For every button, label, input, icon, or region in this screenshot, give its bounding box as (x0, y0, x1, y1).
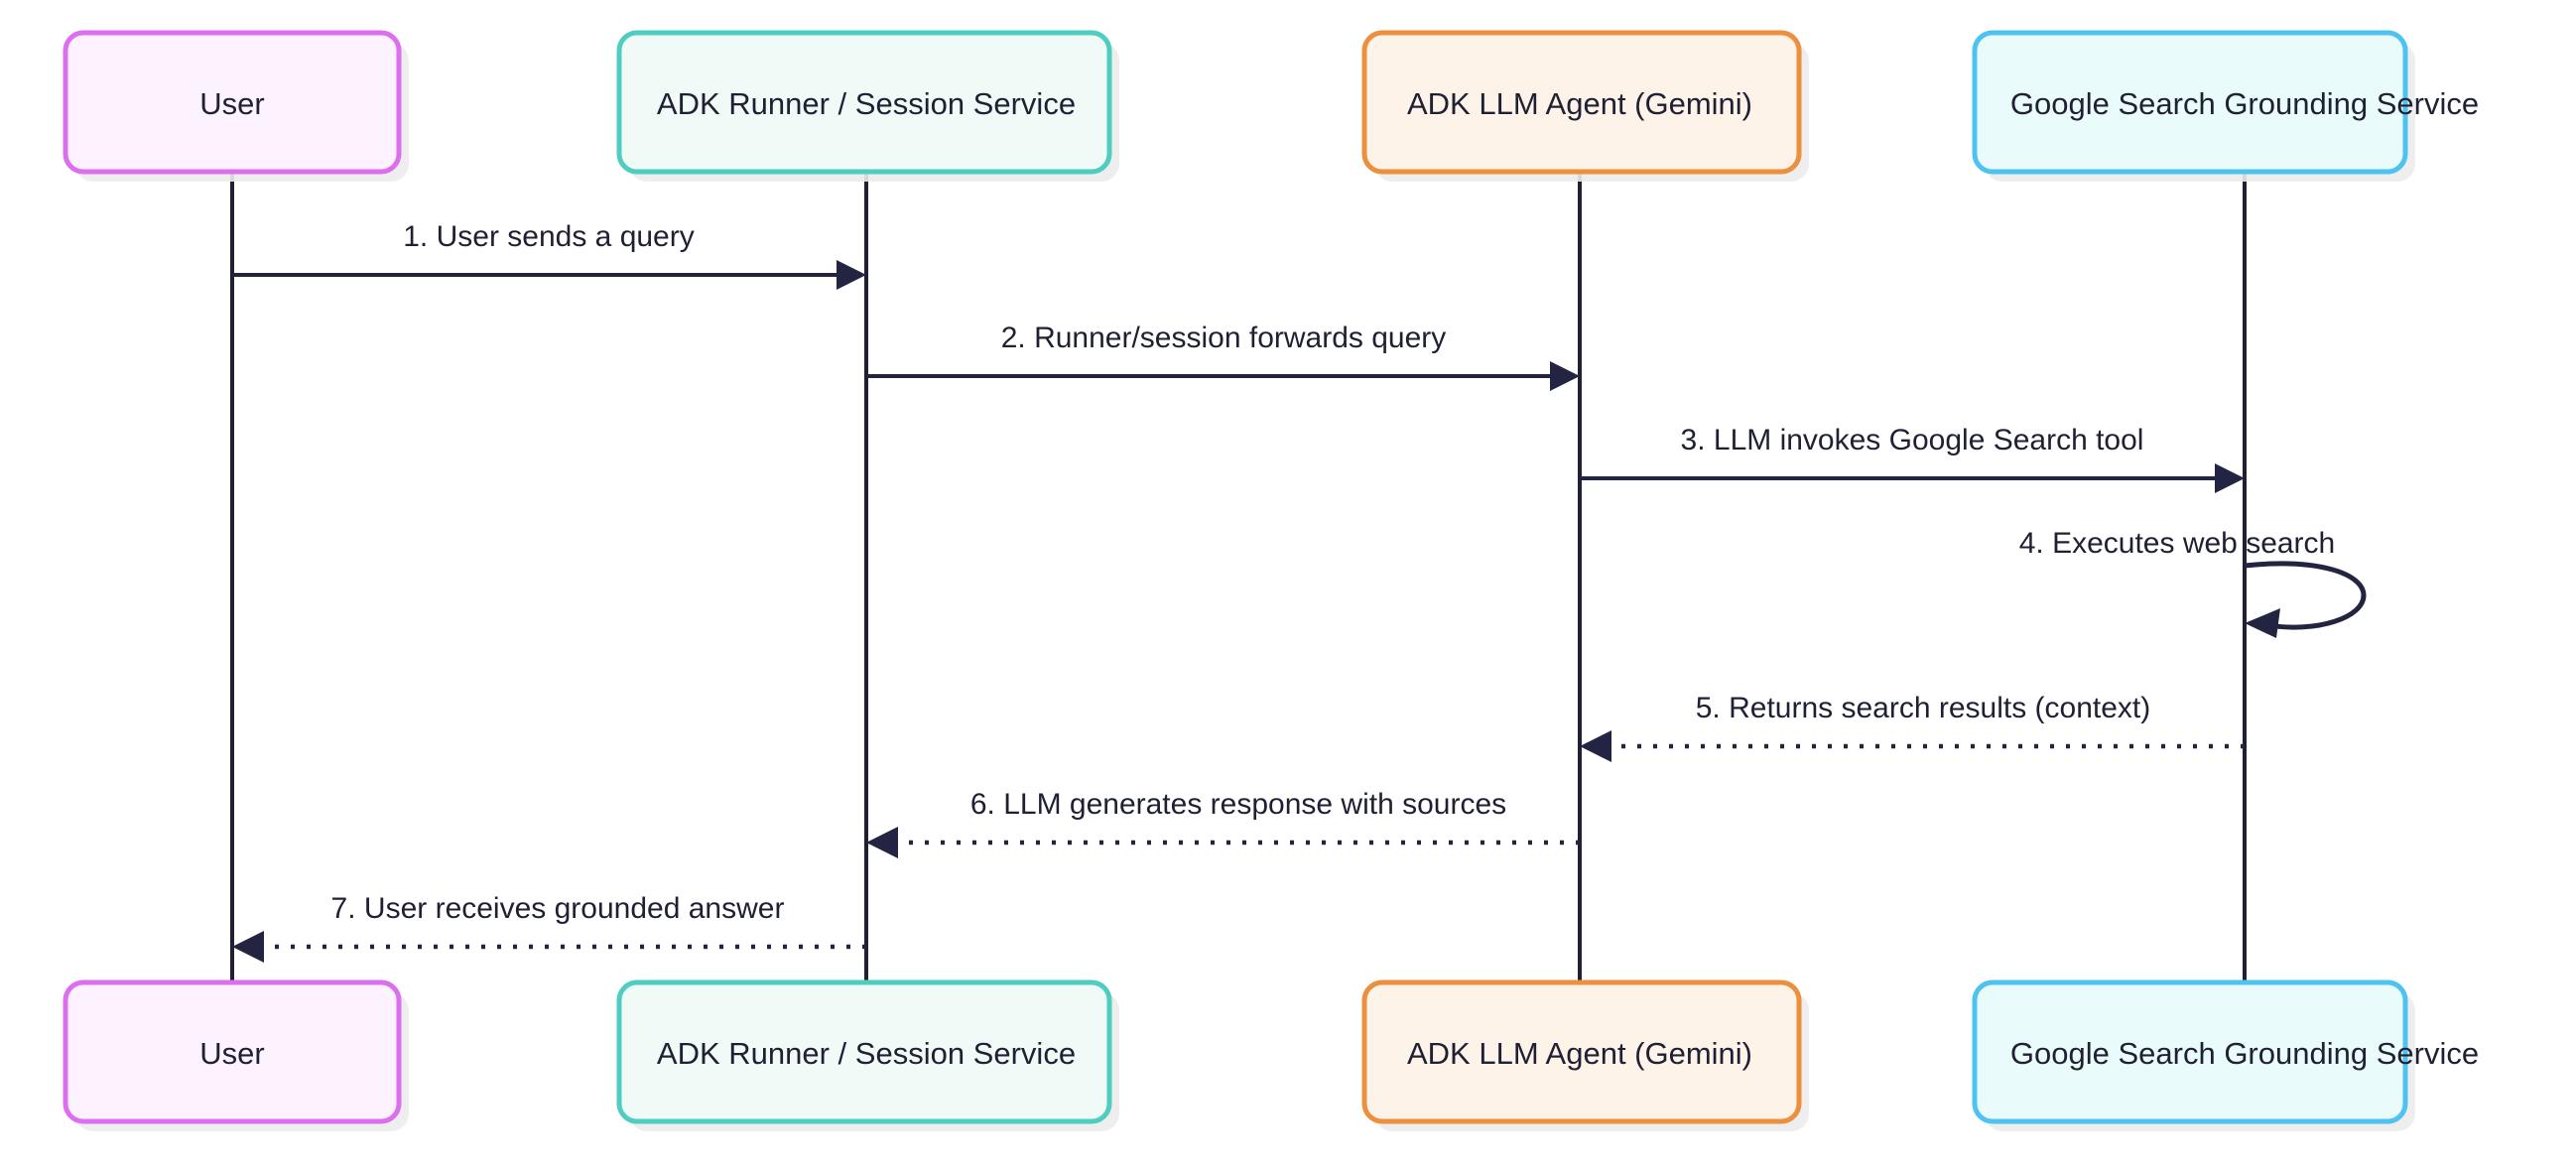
box-body (1972, 979, 2408, 1124)
message-6[interactable]: 6. LLM generates response with sources (866, 788, 1580, 858)
message-7-arrowhead (232, 931, 264, 963)
box-body (1972, 30, 2408, 175)
message-4-loop-path (2244, 561, 2367, 630)
participant-label-search-bottom: Google Search Grounding Service (2010, 1036, 2479, 1071)
message-2-label: 2. Runner/session forwards query (1001, 322, 1447, 354)
box-body (1361, 30, 1802, 175)
message-1-arrowhead (837, 260, 866, 290)
participant-box-llm-bottom[interactable]: ADK LLM Agent (Gemini) (1361, 979, 1809, 1131)
message-5[interactable]: 5. Returns search results (context) (1580, 692, 2245, 762)
message-2-arrowhead (1550, 361, 1580, 391)
participant-label-search-top: Google Search Grounding Service (2010, 86, 2479, 121)
box-body (63, 30, 402, 175)
message-4[interactable]: 4. Executes web search (2019, 527, 2367, 638)
message-6-label: 6. LLM generates response with sources (970, 788, 1506, 821)
message-2[interactable]: 2. Runner/session forwards query (866, 322, 1580, 391)
message-5-label: 5. Returns search results (context) (1696, 692, 2151, 724)
participant-label-user-bottom: User (199, 1036, 264, 1071)
message-6-arrowhead (866, 827, 898, 858)
participant-box-search-bottom[interactable]: Google Search Grounding Service (1972, 979, 2479, 1131)
participant-label-runner-top: ADK Runner / Session Service (657, 86, 1076, 121)
participant-boxes-top: User ADK Runner / Session Service ADK LL… (63, 30, 2479, 182)
participant-label-llm-bottom: ADK LLM Agent (Gemini) (1407, 1036, 1752, 1071)
box-body (1361, 979, 1802, 1124)
message-7[interactable]: 7. User receives grounded answer (232, 892, 866, 963)
message-3[interactable]: 3. LLM invokes Google Search tool (1580, 424, 2245, 493)
participant-label-user-top: User (199, 86, 264, 121)
participant-box-runner-top[interactable]: ADK Runner / Session Service (616, 30, 1119, 182)
lifelines-group (230, 172, 2247, 984)
participant-box-llm-top[interactable]: ADK LLM Agent (Gemini) (1361, 30, 1809, 182)
participant-box-search-top[interactable]: Google Search Grounding Service (1972, 30, 2479, 182)
message-5-arrowhead (1580, 730, 1611, 762)
message-1-label: 1. User sends a query (403, 220, 694, 253)
message-3-label: 3. LLM invokes Google Search tool (1681, 424, 2144, 456)
participant-box-user-bottom[interactable]: User (63, 979, 409, 1131)
box-body (616, 979, 1112, 1124)
message-3-arrowhead (2215, 463, 2245, 493)
box-body (616, 30, 1112, 175)
message-1[interactable]: 1. User sends a query (232, 220, 866, 290)
participant-label-runner-bottom: ADK Runner / Session Service (657, 1036, 1076, 1071)
participant-box-user-top[interactable]: User (63, 30, 409, 182)
participant-boxes-bottom: User ADK Runner / Session Service ADK LL… (63, 979, 2479, 1131)
message-4-arrowhead (2245, 608, 2280, 638)
box-body (63, 979, 402, 1124)
message-4-label: 4. Executes web search (2019, 527, 2336, 560)
message-7-label: 7. User receives grounded answer (331, 892, 785, 925)
participant-box-runner-bottom[interactable]: ADK Runner / Session Service (616, 979, 1119, 1131)
participant-label-llm-top: ADK LLM Agent (Gemini) (1407, 86, 1752, 121)
